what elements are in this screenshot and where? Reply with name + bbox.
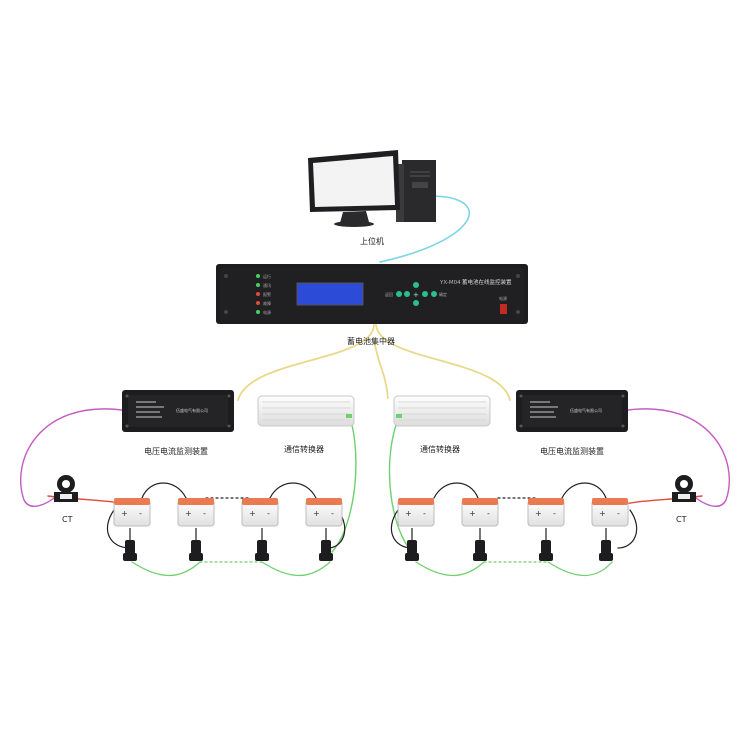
key-up[interactable] [413, 282, 419, 288]
converter-left-label: 通信转换器 [284, 445, 324, 454]
svg-text:-: - [423, 509, 426, 518]
ct-wire-left [20, 408, 123, 508]
bus-wire-right [375, 324, 511, 401]
converter-left [257, 395, 355, 427]
battery-6: +- [461, 498, 499, 527]
link-wire-l4 [106, 509, 131, 549]
lcd-screen [296, 282, 364, 306]
batteries: +-+-+-+-+-+-+-+- [113, 498, 629, 527]
link-wire-r3 [561, 482, 607, 499]
key-left[interactable] [404, 291, 410, 297]
svg-text:+: + [185, 509, 192, 518]
led-alarm [256, 292, 260, 296]
battery-8: +- [591, 498, 629, 527]
key-enter[interactable] [431, 291, 437, 297]
key-right-label: 确定 [439, 291, 447, 297]
svg-text:+: + [313, 509, 320, 518]
pc-tower-side [396, 164, 404, 222]
monitor-left-company: 伍盛电气有限公司 [176, 407, 208, 413]
converter-right [393, 395, 491, 427]
svg-text:-: - [139, 509, 142, 518]
sensing-clip-4 [319, 528, 333, 561]
sense-chain-left-a [131, 561, 201, 576]
link-wire-r1 [433, 482, 479, 499]
sensing-clip-2 [189, 528, 203, 561]
host-computer [308, 150, 436, 227]
svg-text:+: + [599, 509, 606, 518]
key-left-label: 返回 [385, 291, 393, 297]
host-link-wire [379, 195, 471, 263]
sensing-clip-5 [405, 528, 419, 561]
sensing-clips [123, 528, 613, 561]
svg-text:+: + [249, 509, 256, 518]
monitor-right-company: 伍盛电气有限公司 [570, 407, 602, 413]
link-wire-r5 [617, 509, 638, 549]
concentrator-label: 蓄电池集中器 [347, 337, 395, 346]
key-down[interactable] [413, 300, 419, 306]
key-right[interactable] [422, 291, 428, 297]
battery-5: +- [397, 498, 435, 527]
link-wire-l1 [141, 482, 187, 499]
bus-wire-left [237, 324, 375, 401]
battery-4: +- [305, 498, 343, 527]
sense-chain-right-a [415, 561, 485, 576]
svg-text:-: - [267, 509, 270, 518]
power-switch-label: 电源 [499, 295, 507, 301]
svg-text:-: - [617, 509, 620, 518]
ct-wire-right [627, 408, 730, 508]
battery-7: +- [527, 498, 565, 527]
svg-text:+: + [469, 509, 476, 518]
sensing-clip-1 [123, 528, 137, 561]
panel-title: 蓄电池在线监控装置 [462, 278, 512, 286]
bus-wire-center [373, 339, 389, 399]
sense-chain-right-c [547, 561, 613, 576]
sensing-clip-6 [473, 528, 487, 561]
monitor-left-label: 电压电流监测装置 [144, 447, 208, 456]
sense-wire-right [388, 424, 413, 553]
led-label-4: 电源 [263, 309, 271, 315]
key-back[interactable] [396, 291, 402, 297]
ct-sensor-right [672, 475, 696, 502]
led-label-3: 故障 [263, 300, 271, 306]
led-label-0: 运行 [263, 273, 271, 279]
svg-text:-: - [203, 509, 206, 518]
ct-left-label: CT [62, 515, 73, 524]
sense-wire-left [331, 424, 357, 553]
pc-screen [313, 156, 395, 207]
led-comm [256, 283, 260, 287]
svg-text:-: - [487, 509, 490, 518]
pc-tower [402, 160, 436, 222]
sensing-clip-8 [599, 528, 613, 561]
ct-right-label: CT [676, 515, 687, 524]
sensing-clip-7 [539, 528, 553, 561]
sense-chain-left-c [261, 561, 331, 576]
battery-1: +- [113, 498, 151, 527]
monitor-right-label: 电压电流监测装置 [540, 447, 604, 456]
svg-text:+: + [121, 509, 128, 518]
converter-right-label: 通信转换器 [420, 445, 460, 454]
link-wire-l3 [269, 482, 317, 499]
monitor-right: 伍盛电气有限公司 [516, 390, 628, 432]
battery-2: +- [177, 498, 215, 527]
sensing-clip-3 [255, 528, 269, 561]
ct-sensor-left [54, 475, 78, 502]
panel-model: YX-M04 [439, 280, 461, 286]
led-run [256, 274, 260, 278]
svg-text:+: + [413, 291, 419, 299]
host-computer-label: 上位机 [360, 237, 384, 246]
power-switch[interactable] [500, 304, 507, 314]
monitor-left: 伍盛电气有限公司 [122, 390, 234, 432]
concentrator: 运行 通讯 报警 故障 电源 YX-M04 蓄电池在线监控装置 返回 + 确定 … [216, 264, 528, 324]
svg-text:+: + [535, 509, 542, 518]
svg-text:-: - [331, 509, 334, 518]
svg-text:+: + [405, 509, 412, 518]
led-fault [256, 301, 260, 305]
svg-text:-: - [553, 509, 556, 518]
led-power [256, 310, 260, 314]
led-label-1: 通讯 [263, 282, 271, 288]
battery-3: +- [241, 498, 279, 527]
led-label-2: 报警 [263, 291, 271, 297]
